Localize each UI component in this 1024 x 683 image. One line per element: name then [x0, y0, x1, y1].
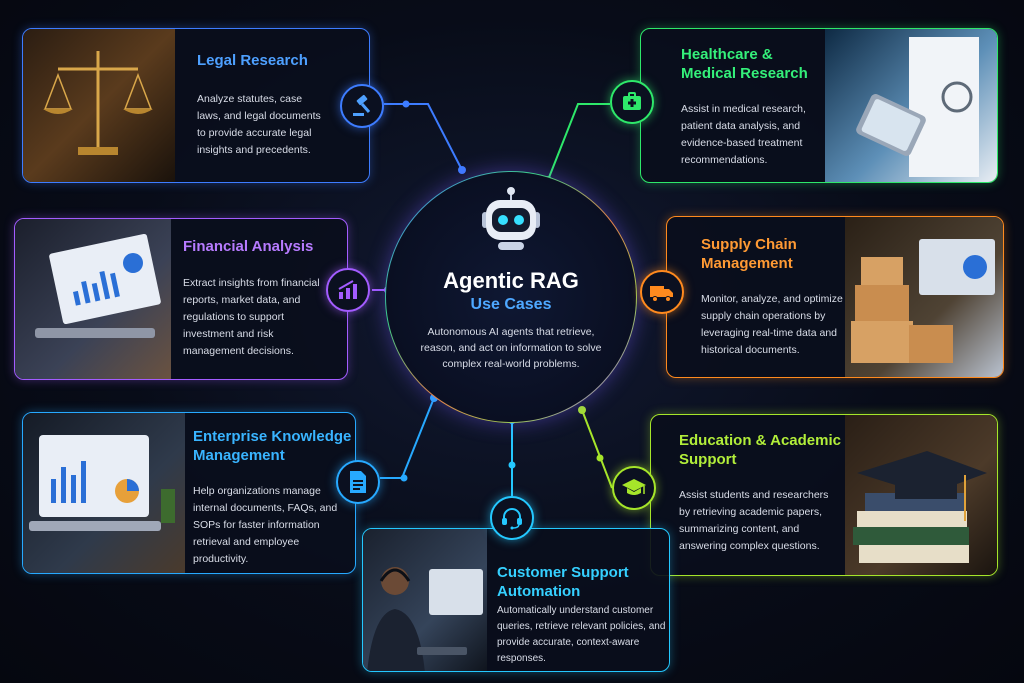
card-supply-chain[interactable]: Supply Chain Management Monitor, analyze…	[666, 216, 1004, 378]
connector-dot	[578, 406, 586, 414]
card-title: Healthcare & Medical Research	[681, 46, 808, 82]
card-title: Education & Academic Support	[679, 432, 841, 468]
bar-chart-icon	[326, 268, 370, 312]
connector-legal	[384, 103, 463, 171]
card-financial-analysis[interactable]: Financial Analysis Extract insights from…	[14, 218, 348, 380]
connector-education	[581, 409, 613, 489]
headset-icon	[490, 496, 534, 540]
books-cap-icon	[853, 451, 987, 563]
legal-photo	[23, 29, 175, 182]
support-photo	[363, 529, 487, 671]
card-description: Assist students and researchers by retri…	[679, 489, 829, 552]
financial-photo	[15, 219, 171, 379]
card-title: Supply Chain Management	[701, 236, 797, 272]
supply-photo	[845, 217, 1003, 377]
card-legal-research[interactable]: Legal Research Analyze statutes, case la…	[22, 28, 370, 183]
agent-headset-icon	[367, 567, 483, 671]
gavel-icon	[340, 84, 384, 128]
scales-icon	[43, 51, 153, 155]
card-customer-support[interactable]: Customer Support Automation Automaticall…	[362, 528, 670, 672]
robot-icon	[482, 187, 540, 250]
truck-icon	[640, 270, 684, 314]
card-description: Monitor, analyze, and optimize supply ch…	[701, 293, 843, 356]
connector-dot	[400, 474, 408, 482]
enterprise-photo	[23, 413, 185, 573]
card-enterprise-knowledge[interactable]: Enterprise Knowledge Management Help org…	[22, 412, 356, 574]
medical-kit-icon	[610, 80, 654, 124]
central-hub: Agentic RAG Use Cases Autonomous AI agen…	[386, 172, 636, 422]
graduation-cap-icon	[612, 466, 656, 510]
card-description: Analyze statutes, case laws, and legal d…	[197, 93, 321, 156]
connector-dot	[596, 454, 604, 462]
dashboard-laptop-icon	[29, 435, 175, 531]
connector-dot	[508, 461, 516, 469]
card-description: Assist in medical research, patient data…	[681, 103, 806, 166]
hub-description: Autonomous AI agents that retrieve, reas…	[420, 326, 602, 370]
hub-subtitle: Use Cases	[470, 296, 552, 313]
boxes-icon	[851, 239, 995, 363]
laptop-chart-icon	[35, 233, 161, 338]
card-title: Financial Analysis	[183, 238, 314, 255]
document-icon	[336, 460, 380, 504]
card-description: Automatically understand customer querie…	[497, 605, 666, 664]
card-description: Help organizations manage internal docum…	[193, 485, 338, 565]
card-title: Customer Support Automation	[497, 564, 629, 600]
card-education[interactable]: Education & Academic Support Assist stud…	[650, 414, 998, 576]
card-title: Legal Research	[197, 52, 308, 69]
hub-title: Agentic RAG	[443, 268, 579, 293]
healthcare-photo	[825, 29, 997, 182]
connector-enterprise	[380, 397, 435, 479]
connector-dot	[458, 166, 466, 174]
connector-healthcare	[547, 103, 610, 181]
card-description: Extract insights from financial reports,…	[183, 277, 320, 357]
card-healthcare[interactable]: Healthcare & Medical Research Assist in …	[640, 28, 998, 183]
connector-dot	[402, 100, 410, 108]
education-photo	[845, 415, 997, 575]
card-title: Enterprise Knowledge Management	[193, 428, 352, 464]
doctor-tablet-icon	[856, 37, 979, 177]
